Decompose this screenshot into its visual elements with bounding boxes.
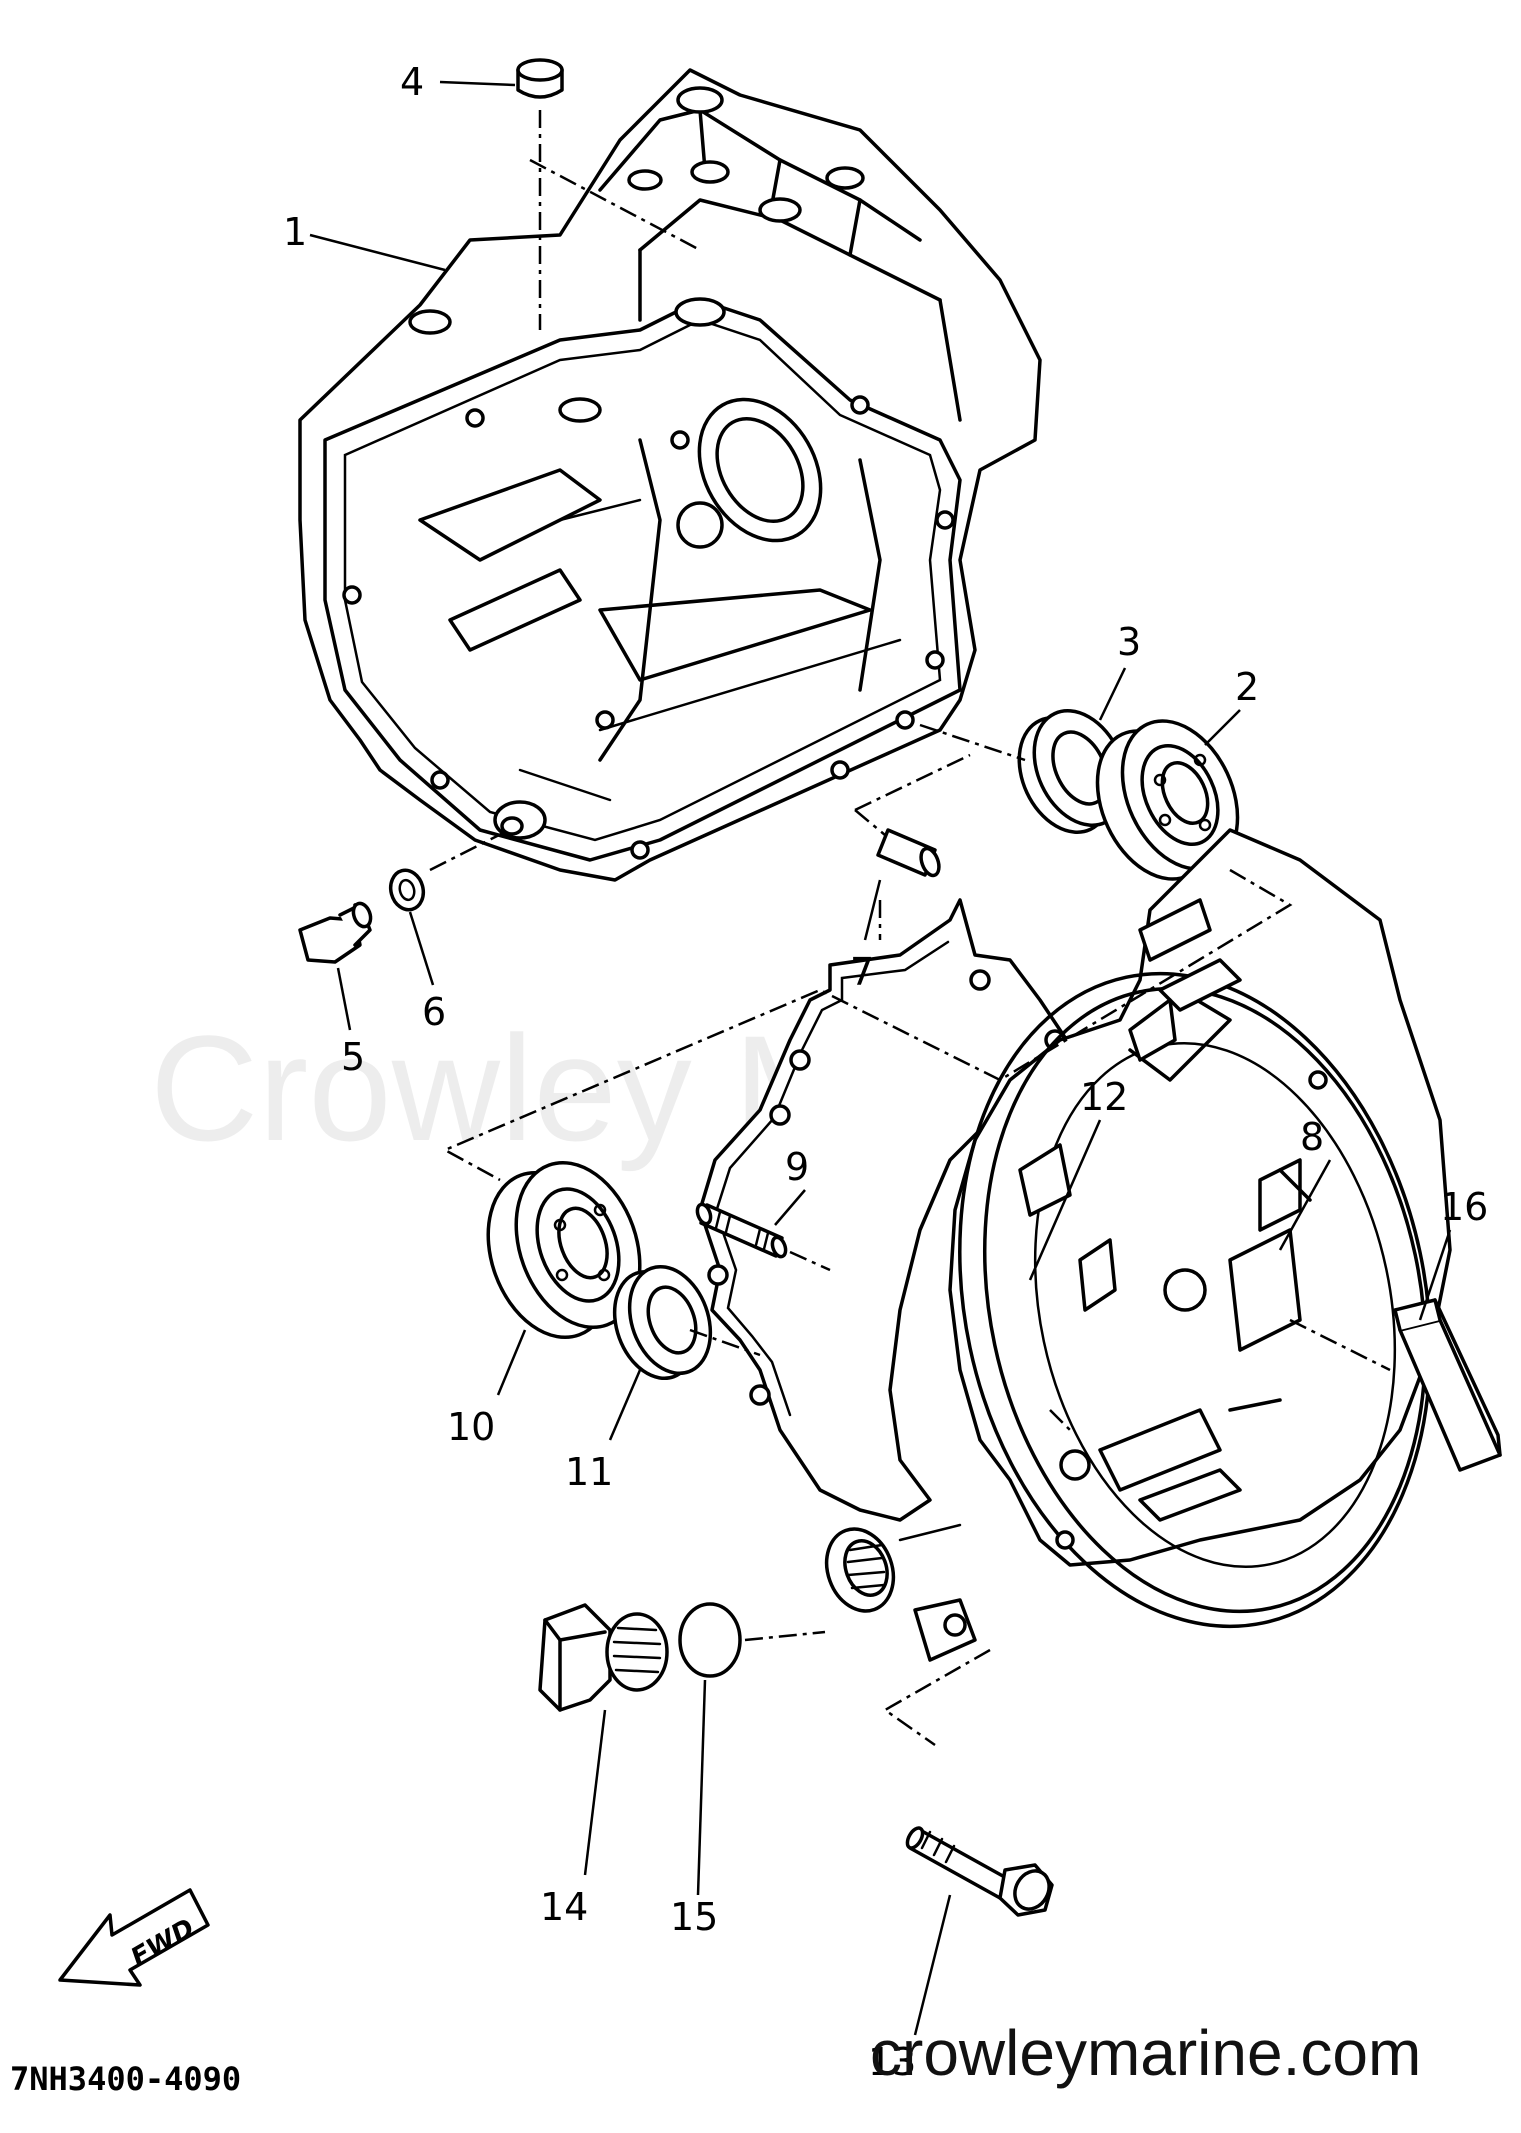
figure-code: 7NH3400-4090 bbox=[10, 2060, 241, 2098]
callout-15: 15 bbox=[670, 1895, 718, 1939]
cap-part-4 bbox=[516, 58, 564, 99]
callout-5: 5 bbox=[341, 1035, 365, 1079]
o-ring-part-15 bbox=[678, 1602, 742, 1678]
assembly-lines bbox=[429, 110, 1391, 1747]
lower-case-part-8 bbox=[698, 828, 1452, 1662]
callout-2: 2 bbox=[1235, 665, 1259, 709]
callout-labels: 4 1 3 2 5 6 7 8 9 10 11 12 13 14 15 16 bbox=[283, 60, 1488, 2084]
bearing-part-10 bbox=[486, 1160, 642, 1340]
pad-part-16 bbox=[1393, 1298, 1502, 1472]
bolt-part-13 bbox=[905, 1826, 1054, 1917]
callout-12: 12 bbox=[1080, 1075, 1128, 1119]
callout-4: 4 bbox=[400, 60, 424, 104]
callout-3: 3 bbox=[1117, 620, 1141, 664]
callout-10: 10 bbox=[447, 1405, 495, 1449]
callout-16: 16 bbox=[1440, 1185, 1488, 1229]
callout-14: 14 bbox=[540, 1885, 588, 1929]
callout-9: 9 bbox=[785, 1145, 809, 1189]
plug-part-14 bbox=[538, 1603, 669, 1712]
callout-1: 1 bbox=[283, 210, 307, 254]
callout-13: 13 bbox=[868, 2040, 916, 2084]
callout-6: 6 bbox=[422, 990, 446, 1034]
callout-11: 11 bbox=[565, 1450, 613, 1494]
stud-part-9 bbox=[695, 1202, 788, 1259]
crankcase-part-1 bbox=[298, 68, 1042, 882]
leader-lines bbox=[309, 80, 1452, 2036]
oil-seal-part-11 bbox=[612, 1264, 713, 1381]
washer-part-6 bbox=[388, 868, 426, 912]
fwd-direction-arrow: FWD bbox=[58, 1888, 210, 1987]
dowel-part-7 bbox=[876, 828, 941, 878]
website-watermark: crowleymarine.com bbox=[870, 2017, 1421, 2089]
callout-8: 8 bbox=[1300, 1115, 1324, 1159]
drain-bolt-part-5 bbox=[298, 901, 373, 964]
callout-7: 7 bbox=[850, 950, 874, 994]
